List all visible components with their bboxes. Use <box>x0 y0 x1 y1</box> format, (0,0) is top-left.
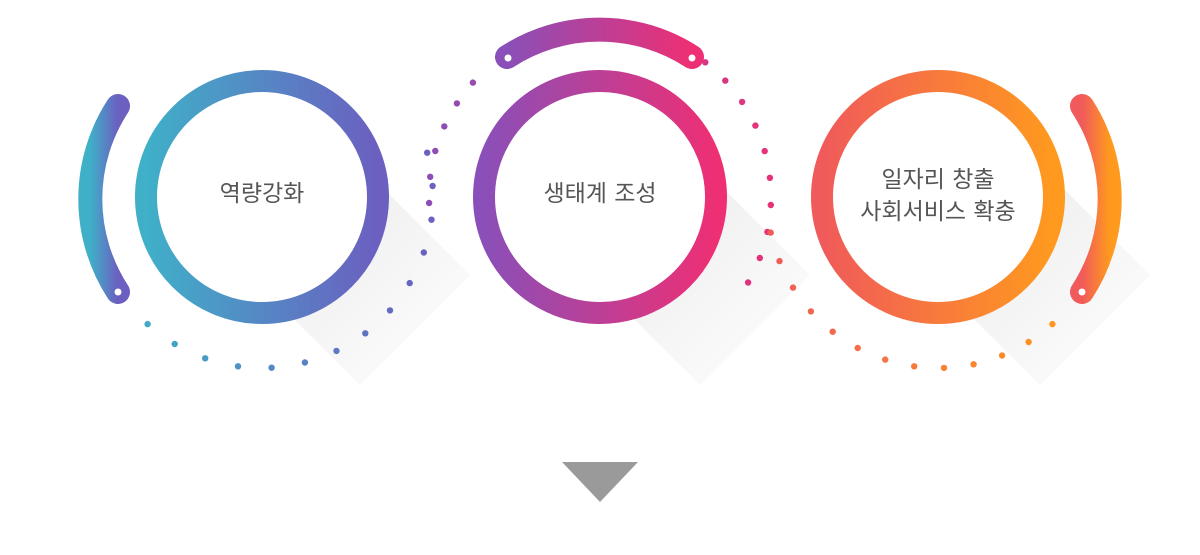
dot <box>469 79 477 86</box>
dot <box>268 364 275 371</box>
step-2-outer-arc <box>495 17 704 69</box>
step-2-label-line: 생태계 조성 <box>543 181 657 207</box>
dot <box>854 344 861 352</box>
step-1-outer-arc <box>78 94 130 304</box>
step-3-ring <box>811 70 1065 324</box>
dot <box>420 249 427 256</box>
dot <box>425 199 433 207</box>
dot <box>767 201 774 209</box>
dot <box>432 147 439 155</box>
step-1-ring <box>135 70 389 324</box>
step-capacity <box>78 70 436 371</box>
dot <box>789 284 797 291</box>
dot <box>144 320 151 328</box>
dot <box>333 347 340 355</box>
step-1-label: 역량강화 <box>162 178 362 210</box>
step-3-label-line-2: 사회서비스 확충 <box>860 199 1016 225</box>
dot <box>427 173 434 180</box>
dot <box>171 340 178 348</box>
step-3-dotted-arc <box>767 229 1056 372</box>
dot <box>428 216 435 223</box>
dot <box>761 147 768 155</box>
step-ecosystem <box>425 17 774 324</box>
arc-end-dot <box>1078 288 1086 296</box>
dot <box>776 257 783 265</box>
step-3-label-line-1: 일자리 창출 <box>881 167 995 193</box>
dot <box>453 100 461 107</box>
dot <box>429 182 436 190</box>
dot <box>234 363 242 370</box>
dot <box>722 77 729 84</box>
step-2-ring <box>473 70 727 324</box>
step-3-label: 일자리 창출 사회서비스 확충 <box>838 164 1038 228</box>
step-2-label: 생태계 조성 <box>500 178 700 210</box>
dot <box>744 279 752 286</box>
step-2-dotted-arc <box>425 59 774 286</box>
dot <box>911 363 918 370</box>
dot <box>202 355 209 362</box>
dot <box>756 254 763 262</box>
step-jobs <box>767 70 1122 372</box>
dot <box>807 308 815 315</box>
dot <box>882 356 889 363</box>
dot <box>424 149 431 156</box>
dot <box>441 123 448 130</box>
dot <box>766 174 774 181</box>
dot <box>970 361 977 368</box>
arc-end-dot <box>114 288 122 296</box>
step-1-dotted-arc <box>144 149 436 371</box>
dot <box>1025 338 1032 346</box>
triangle-down-icon <box>562 462 638 502</box>
dot <box>998 352 1006 359</box>
dot <box>767 229 774 236</box>
dot <box>940 364 948 372</box>
dot <box>829 328 836 335</box>
dot <box>406 279 413 287</box>
dot <box>1049 320 1056 328</box>
dot <box>702 59 709 66</box>
arc-end-dot <box>504 54 512 62</box>
dot <box>386 307 394 314</box>
dot <box>362 330 369 337</box>
dot <box>301 359 309 366</box>
step-3-outer-arc <box>1070 94 1122 304</box>
arc-end-dot <box>688 54 696 62</box>
dot <box>738 98 746 106</box>
dot <box>752 122 759 129</box>
step-1-label-line: 역량강화 <box>219 181 305 207</box>
